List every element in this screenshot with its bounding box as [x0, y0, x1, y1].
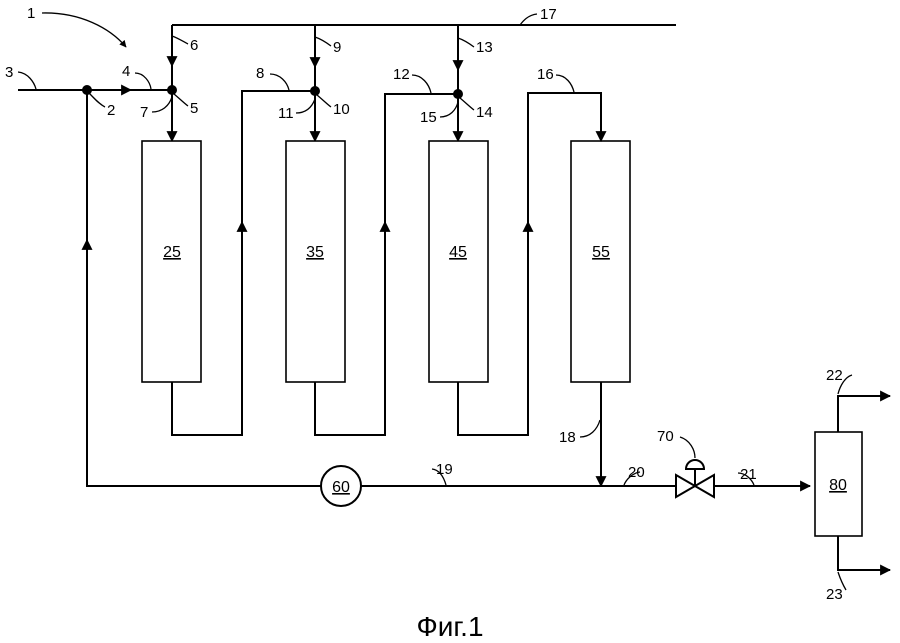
leader-17 — [520, 14, 537, 25]
reactor-label-55: 55 — [592, 244, 610, 261]
reactor-25 — [142, 141, 201, 382]
label-2: 2 — [107, 102, 115, 119]
label-11: 11 — [278, 105, 294, 122]
leader-15 — [440, 102, 458, 117]
reactor-45 — [429, 141, 488, 382]
label-14: 14 — [476, 104, 493, 121]
valve-actuator — [686, 460, 704, 469]
reactor-label-45: 45 — [449, 244, 467, 261]
label-16: 16 — [537, 66, 554, 83]
leader-14 — [460, 98, 474, 110]
leader-2 — [89, 93, 105, 107]
label-3: 3 — [5, 64, 13, 81]
leader-5 — [174, 94, 188, 106]
leader-13 — [458, 38, 474, 47]
junction-dot-10 — [310, 86, 320, 96]
leader-16 — [556, 75, 574, 92]
junction-dot-5 — [167, 85, 177, 95]
label-10: 10 — [333, 101, 350, 118]
junction-dot-2 — [82, 85, 92, 95]
reactor-55 — [571, 141, 630, 382]
leader-3 — [18, 72, 36, 89]
leader-18 — [580, 420, 600, 437]
leader-6 — [172, 36, 188, 44]
label-22: 22 — [826, 367, 843, 384]
compressor-label-60: 60 — [332, 479, 350, 496]
label-12: 12 — [393, 66, 410, 83]
label-9: 9 — [333, 39, 341, 56]
reactor-label-25: 25 — [163, 244, 181, 261]
label-17: 17 — [540, 6, 557, 23]
bottom-outlet-23 — [838, 536, 890, 570]
reactor-35 — [286, 141, 345, 382]
label-7: 7 — [140, 104, 148, 121]
leader-4 — [135, 73, 151, 89]
leader-8 — [270, 74, 289, 90]
leader-70 — [680, 437, 695, 458]
leader-7 — [152, 97, 172, 112]
label-5: 5 — [190, 100, 198, 117]
leader-1 — [42, 13, 126, 47]
label-6: 6 — [190, 37, 198, 54]
separator-label-80: 80 — [829, 477, 847, 494]
reactor-label-35: 35 — [306, 244, 324, 261]
leader-11 — [296, 99, 315, 113]
valve-label-70: 70 — [657, 428, 674, 445]
leader-10 — [317, 95, 331, 107]
label-13: 13 — [476, 39, 493, 56]
top-outlet-22 — [838, 396, 890, 432]
label-8: 8 — [256, 65, 264, 82]
figure-caption: Фиг.1 — [416, 611, 483, 642]
leader-9 — [315, 37, 331, 46]
label-21: 21 — [740, 466, 757, 483]
label-20: 20 — [628, 464, 645, 481]
junction-dot-14 — [453, 89, 463, 99]
label-1: 1 — [27, 5, 35, 22]
label-18: 18 — [559, 429, 576, 446]
label-23: 23 — [826, 586, 843, 603]
label-15: 15 — [420, 109, 437, 126]
label-19: 19 — [436, 461, 453, 478]
leader-12 — [412, 75, 431, 93]
label-4: 4 — [122, 63, 130, 80]
